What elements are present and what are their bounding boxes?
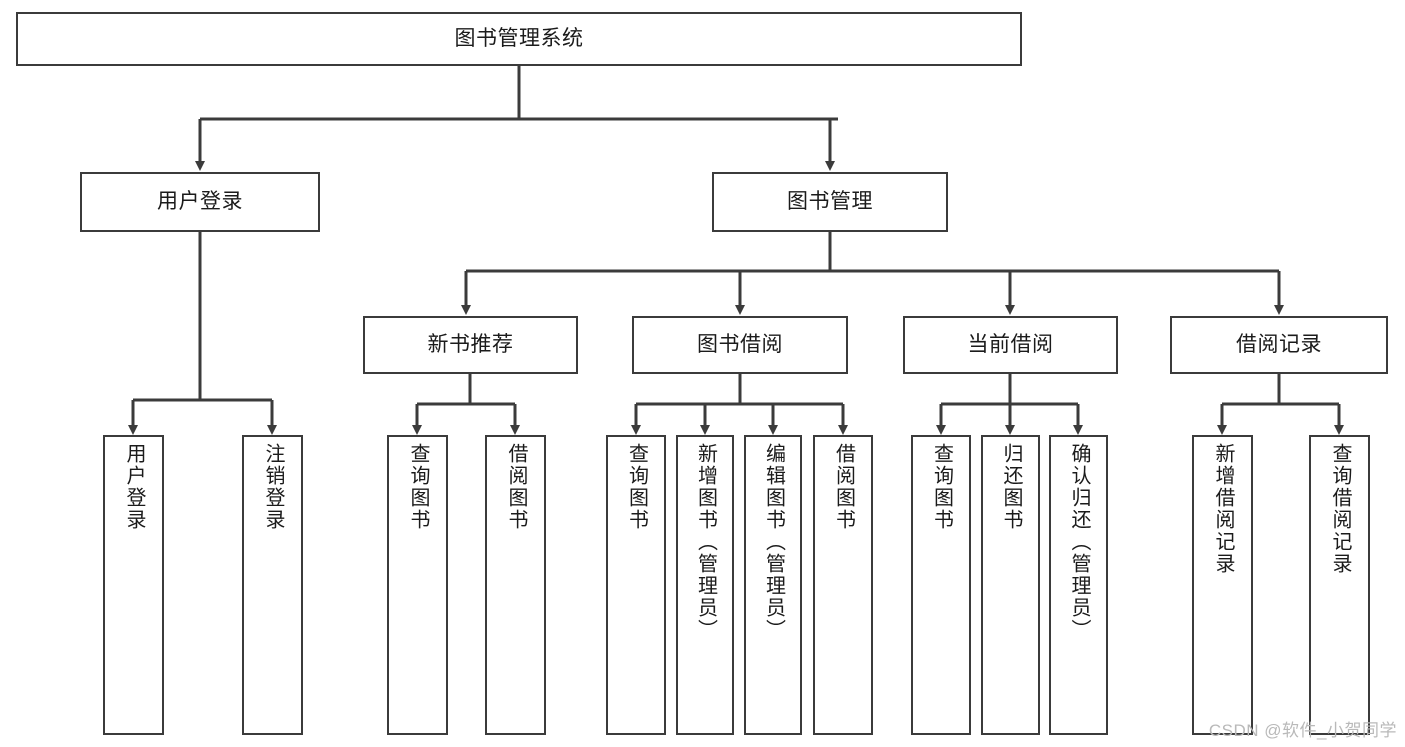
node-leaf-borrow-book-recommend[interactable]: 借阅图书 <box>485 435 546 735</box>
node-label: 借阅图书 <box>505 443 527 531</box>
node-label: 借阅记录 <box>1236 332 1322 356</box>
node-leaf-add-borrow-record[interactable]: 新增借阅记录 <box>1192 435 1253 735</box>
node-label: 借阅图书 <box>832 443 855 531</box>
node-book-management[interactable]: 图书管理 <box>712 172 948 232</box>
node-leaf-user-login[interactable]: 用户登录 <box>103 435 164 735</box>
node-borrow-record[interactable]: 借阅记录 <box>1170 316 1388 374</box>
node-label: 当前借阅 <box>967 332 1054 356</box>
node-leaf-query-borrow-record[interactable]: 查询借阅记录 <box>1309 435 1370 735</box>
node-current-borrow[interactable]: 当前借阅 <box>903 316 1118 374</box>
node-leaf-query-book-recommend[interactable]: 查询图书 <box>387 435 448 735</box>
node-leaf-confirm-return[interactable]: 确认归还（管理员） <box>1049 435 1108 735</box>
node-label: 图书借阅 <box>697 332 783 356</box>
node-label: 查询图书 <box>625 443 648 531</box>
node-book-borrow[interactable]: 图书借阅 <box>632 316 848 374</box>
node-new-book-recommend[interactable]: 新书推荐 <box>363 316 578 374</box>
node-leaf-edit-book[interactable]: 编辑图书（管理员） <box>744 435 802 735</box>
node-label: 查询借阅记录 <box>1329 443 1351 575</box>
node-leaf-logout-login[interactable]: 注销登录 <box>242 435 303 735</box>
node-leaf-borrow-book[interactable]: 借阅图书 <box>813 435 873 735</box>
node-label: 归还图书 <box>1000 443 1022 531</box>
node-book-management-system[interactable]: 图书管理系统 <box>16 12 1022 66</box>
node-label: 新增借阅记录 <box>1212 443 1234 575</box>
node-label: 用户登录 <box>123 443 145 531</box>
node-leaf-query-book-current[interactable]: 查询图书 <box>911 435 971 735</box>
node-label: 图书管理系统 <box>454 26 584 50</box>
node-label: 查询图书 <box>407 443 429 531</box>
node-label: 注销登录 <box>262 443 284 531</box>
node-leaf-add-book[interactable]: 新增图书（管理员） <box>676 435 734 735</box>
node-label: 确认归还（管理员） <box>1068 443 1090 641</box>
node-label: 新书推荐 <box>427 332 514 356</box>
node-leaf-query-book-borrow[interactable]: 查询图书 <box>606 435 666 735</box>
node-user-login[interactable]: 用户登录 <box>80 172 320 232</box>
node-label: 查询图书 <box>930 443 953 531</box>
node-label: 图书管理 <box>787 189 873 213</box>
watermark: CSDN @软件_小贺同学 <box>1208 721 1397 740</box>
node-label: 编辑图书（管理员） <box>762 443 785 641</box>
node-label: 新增图书（管理员） <box>694 443 717 641</box>
node-leaf-return-book[interactable]: 归还图书 <box>981 435 1040 735</box>
node-label: 用户登录 <box>157 189 243 213</box>
